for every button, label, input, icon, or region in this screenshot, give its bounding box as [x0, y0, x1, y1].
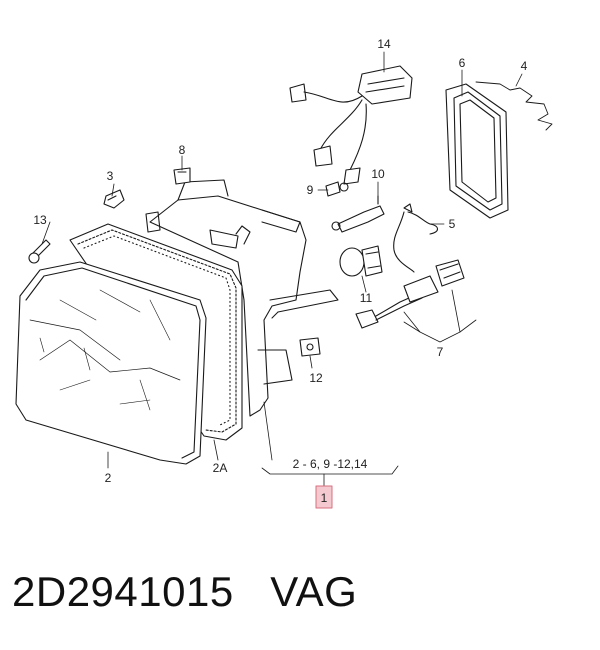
callout-7: 7 — [437, 345, 444, 359]
highlighted-callout-1: 1 — [315, 485, 333, 509]
headlight-lens — [15, 261, 207, 465]
connector-harness-7 — [355, 259, 465, 329]
callout-3: 3 — [107, 169, 114, 183]
cover-frame-6 — [445, 83, 509, 219]
headlight-housing — [145, 179, 339, 417]
part-number: 2D2941015 — [12, 568, 234, 615]
callout-13: 13 — [33, 213, 47, 227]
bulb-9 — [325, 181, 349, 197]
highlight-box — [315, 485, 333, 509]
clip-3 — [103, 189, 125, 209]
bulb-11 — [339, 245, 383, 277]
clip-8 — [173, 167, 191, 185]
callout-6: 6 — [459, 56, 466, 70]
headlight-exploded-diagram: 14 6 4 3 8 9 10 13 5 11 7 12 2 2A 2 - 6,… — [15, 37, 553, 509]
callout-2: 2 — [105, 471, 112, 485]
leader-lines — [41, 51, 523, 487]
callout-1: 1 — [321, 491, 328, 505]
callout-10: 10 — [371, 167, 385, 181]
callout-range: 2 - 6, 9 -12,14 — [293, 457, 368, 471]
wire-5 — [393, 203, 439, 273]
wiring-harness-14 — [289, 65, 413, 185]
callout-14: 14 — [377, 37, 391, 51]
callout-11: 11 — [360, 291, 373, 305]
callout-12: 12 — [309, 371, 323, 385]
nut-12 — [299, 337, 321, 357]
callout-9: 9 — [307, 183, 314, 197]
brand-name: VAG — [270, 568, 358, 615]
part-number-caption: 2D2941015 VAG — [12, 568, 357, 616]
callout-8: 8 — [179, 143, 186, 157]
callout-4: 4 — [521, 59, 528, 73]
callout-2A: 2A — [213, 461, 228, 475]
wire-4 — [475, 81, 553, 131]
screw-13 — [28, 239, 51, 264]
lamp-holder-10 — [331, 195, 385, 233]
callout-5: 5 — [449, 217, 456, 231]
callout-labels: 14 6 4 3 8 9 10 13 5 11 7 12 2 2A 2 - 6,… — [33, 37, 527, 485]
